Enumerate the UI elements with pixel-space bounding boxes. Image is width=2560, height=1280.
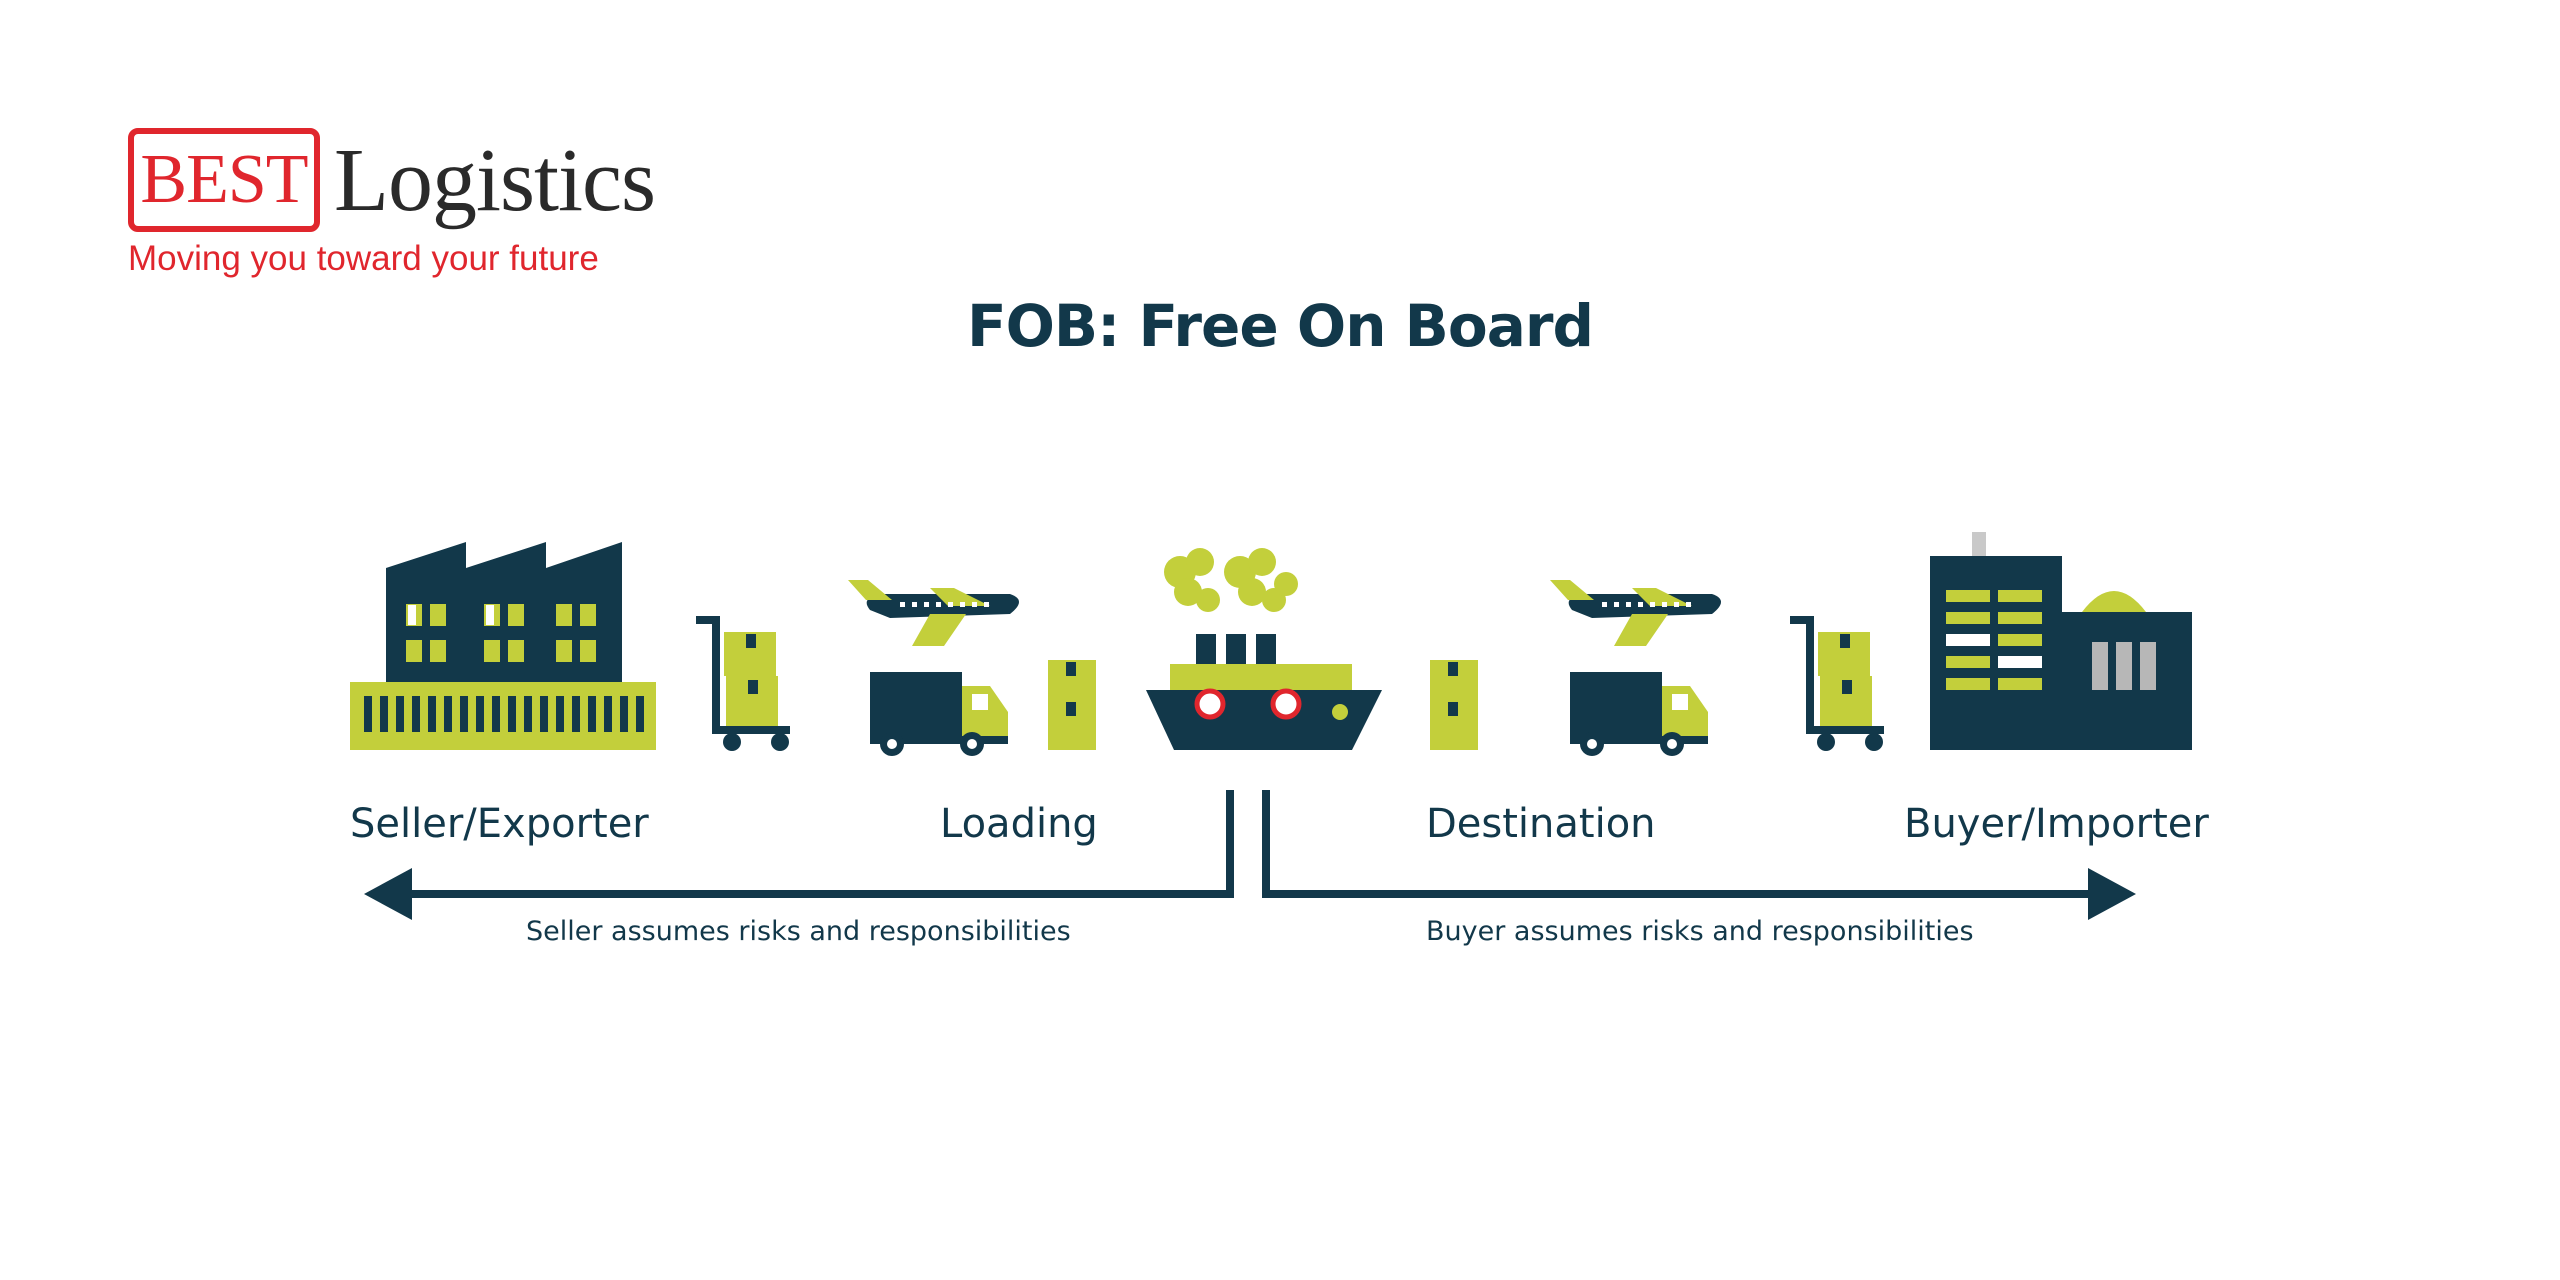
buyer-responsibility-note: Buyer assumes risks and responsibilities <box>1426 916 1974 947</box>
logo-best-box: BEST <box>128 128 320 232</box>
diagram-title: FOB: Free On Board <box>966 292 1594 360</box>
seller-divider-line <box>1226 790 1234 896</box>
buyer-divider-line <box>1262 790 1270 896</box>
stage-label-seller-exporter: Seller/Exporter <box>350 801 649 847</box>
airplane-icon <box>848 580 1019 646</box>
logo-best-text: BEST <box>140 141 308 218</box>
package-icon <box>1430 660 1478 750</box>
truck-icon <box>1570 672 1708 756</box>
stage-label-destination: Destination <box>1426 801 1656 847</box>
logo-tagline: Moving you toward your future <box>128 239 599 278</box>
logo-name: Logistics <box>334 131 656 230</box>
cargo-ship-icon <box>1146 548 1382 750</box>
factory-icon <box>350 542 656 750</box>
hand-truck-icon <box>1790 616 1884 751</box>
seller-responsibility-note: Seller assumes risks and responsibilitie… <box>526 916 1071 947</box>
truck-icon <box>870 672 1008 756</box>
right-arrow-icon <box>1262 868 2136 920</box>
left-arrow-icon <box>364 868 1234 920</box>
office-building-icon <box>1930 532 2192 750</box>
package-icon <box>1048 660 1096 750</box>
hand-truck-icon <box>696 616 790 751</box>
best-logistics-logo: BEST Logistics Moving you toward your fu… <box>128 128 668 280</box>
stage-label-loading: Loading <box>940 801 1098 847</box>
airplane-icon <box>1550 580 1721 646</box>
stage-label-buyer-importer: Buyer/Importer <box>1904 801 2209 847</box>
